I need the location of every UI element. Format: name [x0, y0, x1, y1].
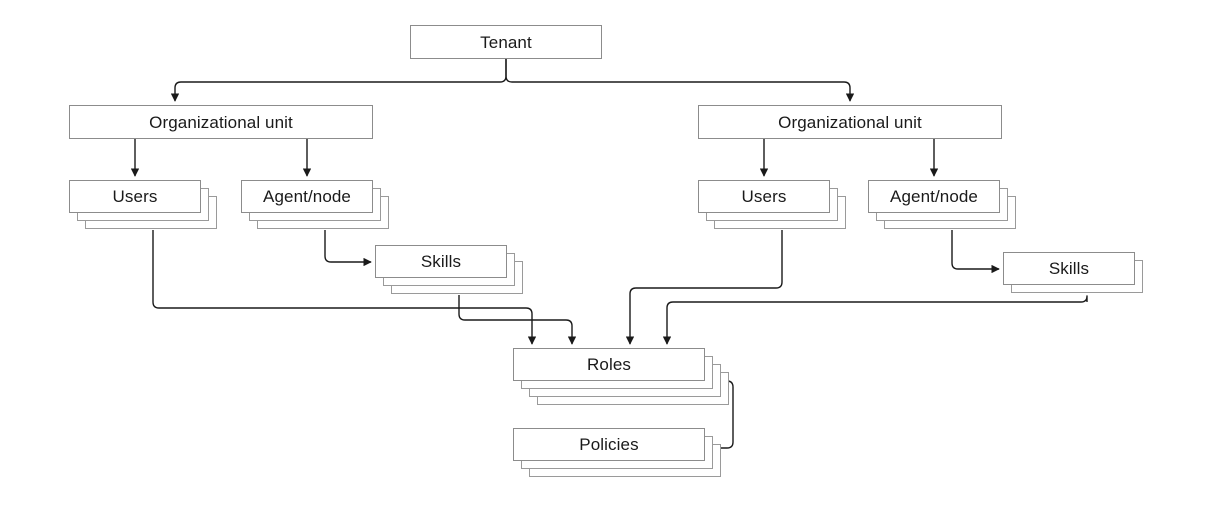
edge-skills-right-to-roles: [662, 295, 1088, 345]
edge-roles-to-policies: [712, 380, 734, 453]
agent-node-right-card-front[interactable]: Agent/node: [868, 180, 1000, 213]
org-unit-left-label: Organizational unit: [149, 112, 293, 132]
skills-left-card-front[interactable]: Skills: [375, 245, 507, 278]
skills-right-card-front[interactable]: Skills: [1003, 252, 1135, 285]
edge-tenant-to-org-unit-left: [170, 59, 507, 102]
edge-users-left-to-roles: [152, 230, 537, 345]
users-right-card-front[interactable]: Users: [698, 180, 830, 213]
skills-right-label: Skills: [1048, 259, 1090, 278]
org-unit-left-card-front[interactable]: Organizational unit: [69, 105, 373, 139]
tenant-card-front[interactable]: Tenant: [410, 25, 602, 59]
edge-tenant-to-org-unit-right: [505, 59, 855, 102]
skills-left-label: Skills: [420, 252, 462, 271]
org-unit-right-label: Organizational unit: [778, 112, 922, 132]
policies-card-front[interactable]: Policies: [513, 428, 705, 461]
agent-node-left-label: Agent/node: [263, 187, 351, 206]
policies-label: Policies: [579, 435, 639, 454]
users-left-card-front[interactable]: Users: [69, 180, 201, 213]
agent-node-left-card-front[interactable]: Agent/node: [241, 180, 373, 213]
edge-skills-left-to-roles: [458, 295, 577, 345]
tenant-label: Tenant: [480, 32, 532, 52]
users-right-label: Users: [741, 187, 787, 206]
edge-agent-node-right-to-skills-right: [951, 230, 1000, 274]
edge-users-right-to-roles: [625, 230, 783, 345]
edge-agent-node-left-to-skills-left: [324, 230, 372, 267]
org-unit-right-card-front[interactable]: Organizational unit: [698, 105, 1002, 139]
agent-node-right-label: Agent/node: [890, 187, 978, 206]
users-left-label: Users: [112, 187, 158, 206]
roles-card-front[interactable]: Roles: [513, 348, 705, 381]
roles-label: Roles: [587, 355, 631, 374]
